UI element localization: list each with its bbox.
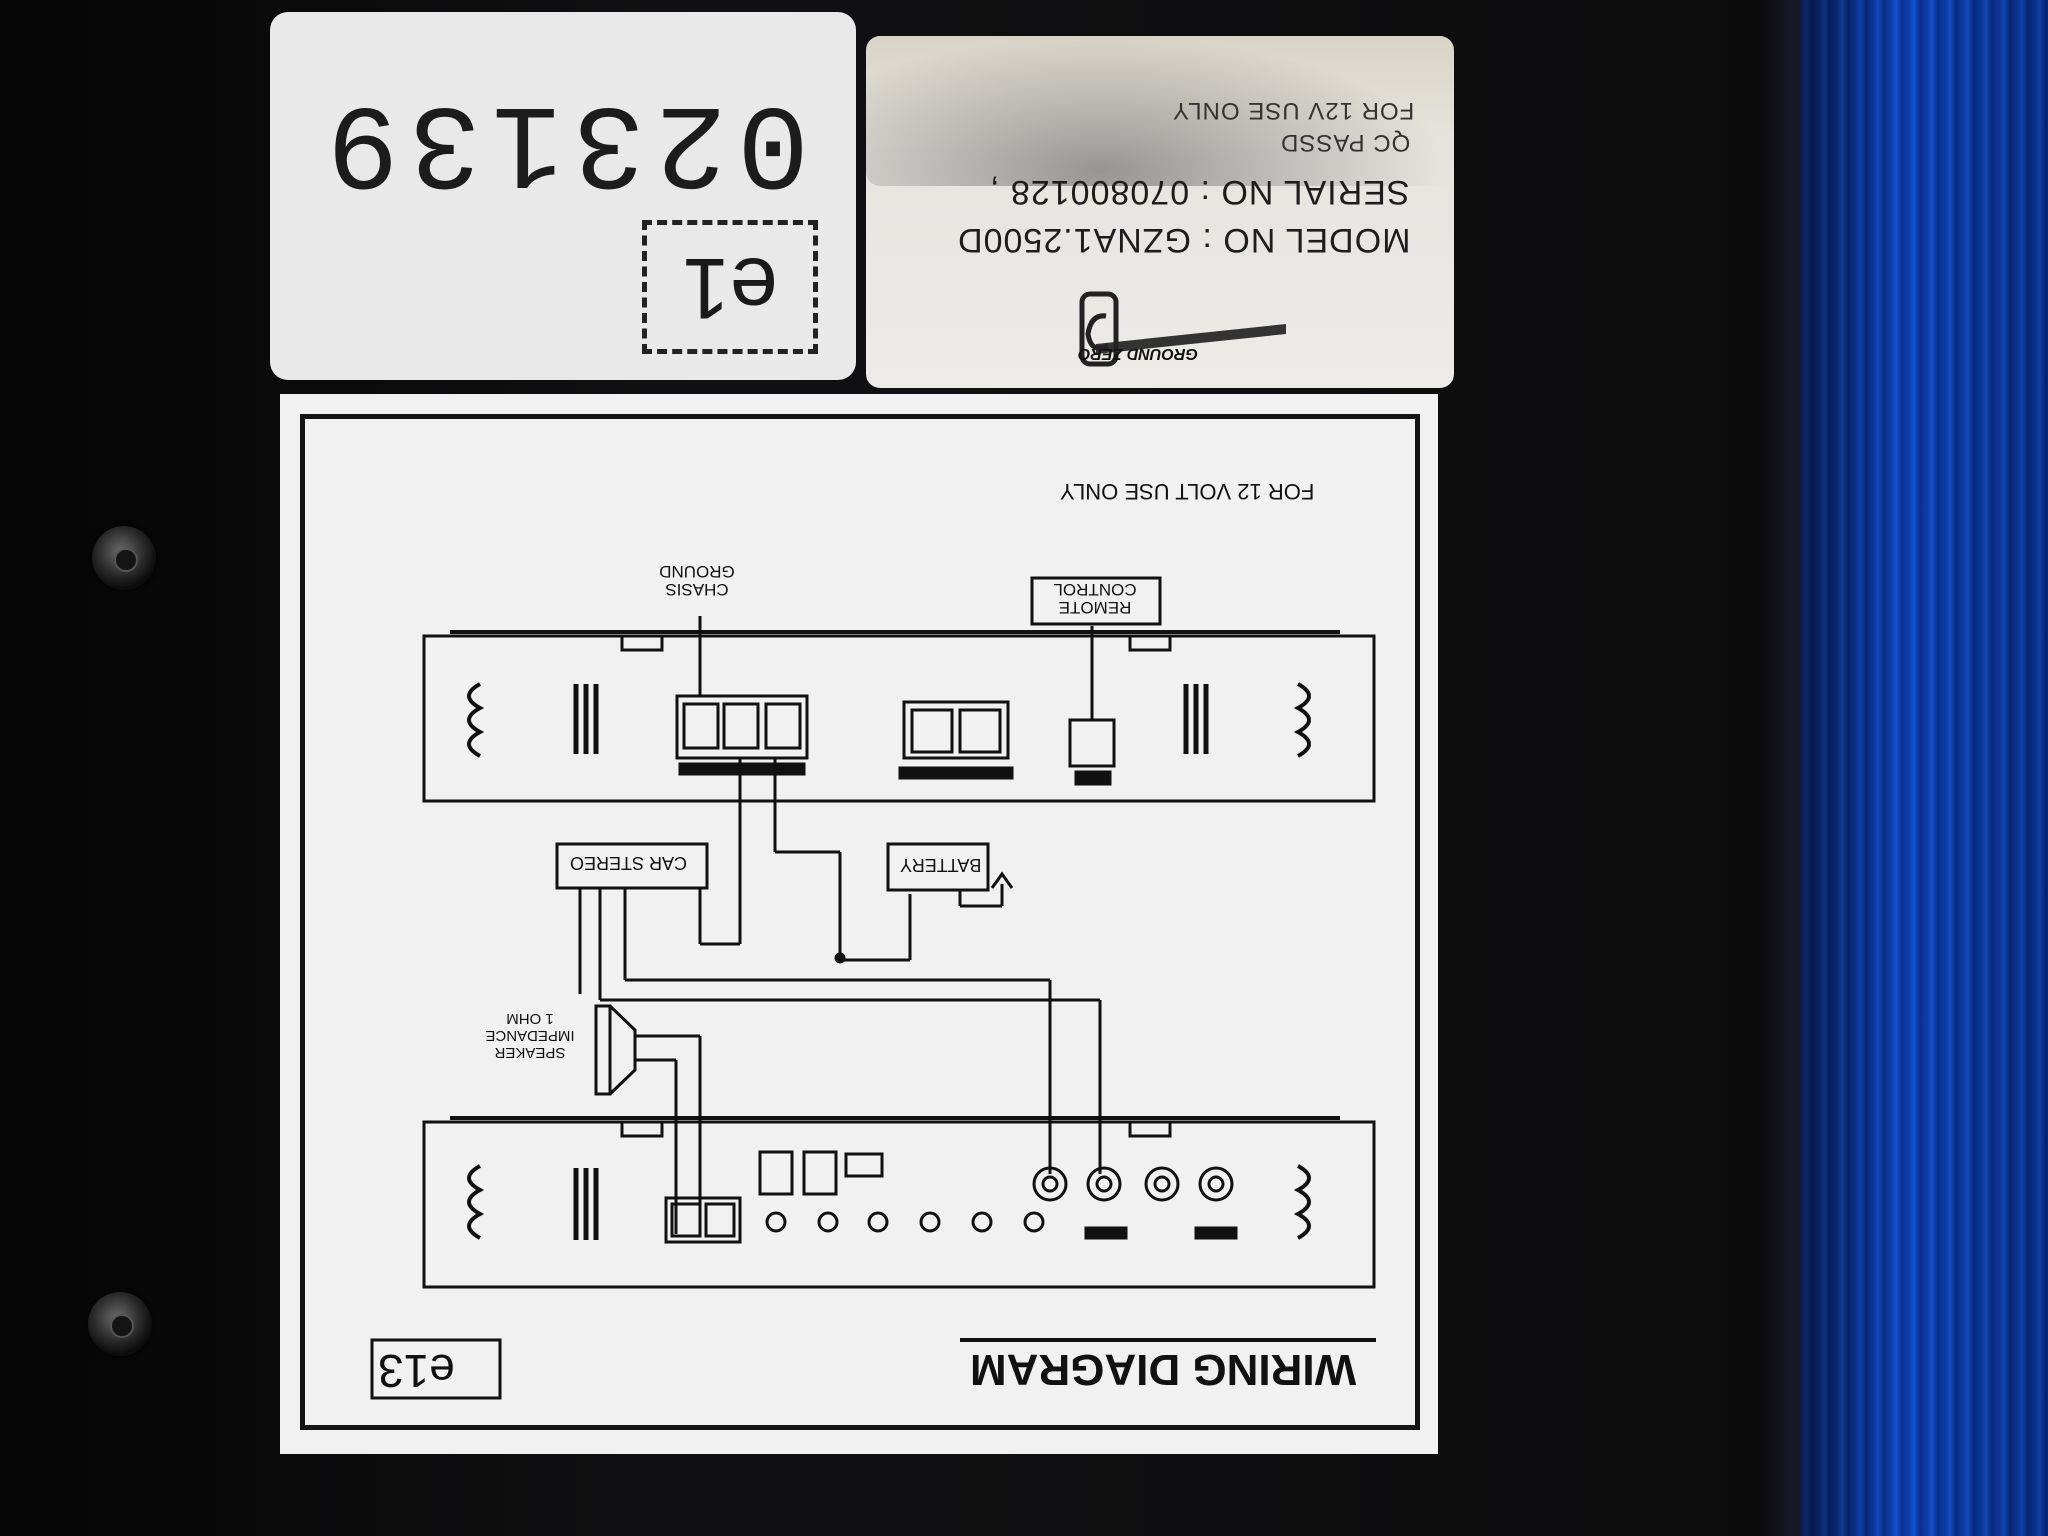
power-terminal-block (675, 694, 809, 760)
screw-top (92, 526, 156, 590)
control-knobs (765, 1211, 1045, 1233)
model-sticker: FOR 12V USE ONLY QC PASSD SERIAL NO : 07… (866, 36, 1454, 388)
car-stereo-label: CAR STEREO (570, 853, 688, 873)
amp-top-body (422, 634, 1376, 803)
battery-label: BATTERY (900, 855, 982, 875)
usage-note: FOR 12 VOLT USE ONLY (1060, 479, 1315, 504)
usage-text: FOR 12V USE ONLY (1171, 97, 1414, 124)
screw-bottom (88, 1292, 152, 1356)
rca-inputs (1032, 1166, 1234, 1202)
heatsink-fin-icon (467, 682, 485, 758)
e1-mark: e1 (642, 220, 818, 354)
label-number: 023139 (316, 72, 810, 208)
car-stereo-box (555, 842, 709, 890)
brand-logo-graphic (1079, 291, 1286, 367)
speaker-label: SPEAKER IMPEDANCE 1 OHM (485, 1010, 575, 1061)
heatsink-fin-icon (1293, 682, 1311, 758)
e1-mark-text: e1 (682, 239, 778, 336)
model-number: MODEL NO : GZNA1.2500D (956, 221, 1410, 259)
chassis-ground-label: CHASIS GROUND (659, 562, 735, 599)
speaker-terminals (664, 1196, 742, 1244)
e13-box (370, 1338, 502, 1400)
diagram-border (300, 414, 1420, 1430)
wiring-diagram-sheet: FOR 12 VOLT USE ONLY REMOTE CONTROL CHAS… (280, 394, 1438, 1454)
battery-box (886, 842, 990, 892)
fuse-block (902, 700, 1010, 760)
heatsink-shade (1800, 0, 2048, 1536)
e13-mark: e13 (378, 1345, 455, 1397)
qc-text: QC PASSD (1279, 129, 1410, 156)
serial-number: SERIAL NO : 070800128 , (989, 173, 1410, 211)
remote-jack (1068, 718, 1116, 768)
diagram-title: WIRING DIAGRAM (970, 1345, 1357, 1394)
amp-top-tab-right (1128, 634, 1172, 652)
speaker-icon (594, 1004, 612, 1096)
number-sticker: 023139 e1 (270, 12, 856, 380)
amp-bottom-body (422, 1120, 1376, 1289)
remote-control-label: REMOTE CONTROL (1053, 580, 1137, 617)
brand-logo: GROUND ZERO (1056, 284, 1296, 374)
amp-top-tab-left (620, 634, 664, 652)
remote-control-box (1030, 576, 1162, 626)
brand-name: GROUND ZERO (1078, 345, 1198, 362)
wiring-diagram-graphic (370, 576, 1376, 1400)
